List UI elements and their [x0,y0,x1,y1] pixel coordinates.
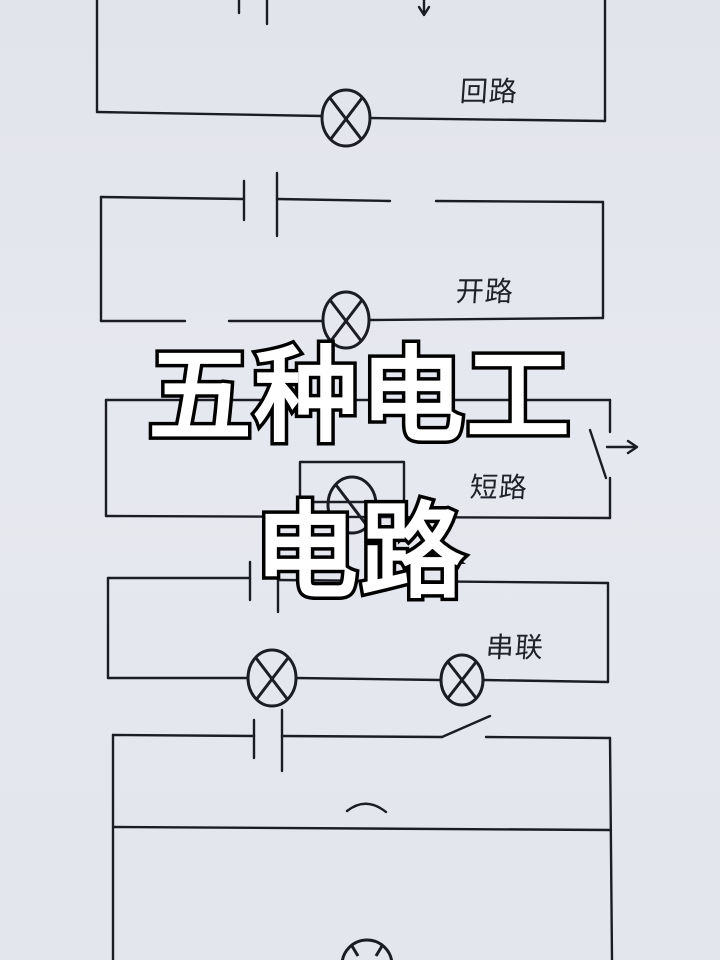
circuit-open [99,171,605,350]
lamp-icon [340,938,394,960]
label-open: 开路 [454,275,516,308]
current-arrow-icon [417,0,431,17]
circuit-series [106,558,610,708]
title-line-1: 五种电工 [144,333,573,460]
circuit-short [104,398,639,535]
lamp-icon [326,475,378,535]
arrow-icon [605,439,639,455]
lamp-icon [246,648,298,708]
circuit-parallel [111,708,614,960]
label-series: 串联 [484,631,546,664]
title-line-2: 电路 [250,489,467,616]
circuit-loop [95,0,607,148]
lamp-icon [320,88,372,148]
lamp-icon [439,653,485,707]
lamp-icon [321,290,371,350]
label-loop: 回路 [458,75,520,108]
